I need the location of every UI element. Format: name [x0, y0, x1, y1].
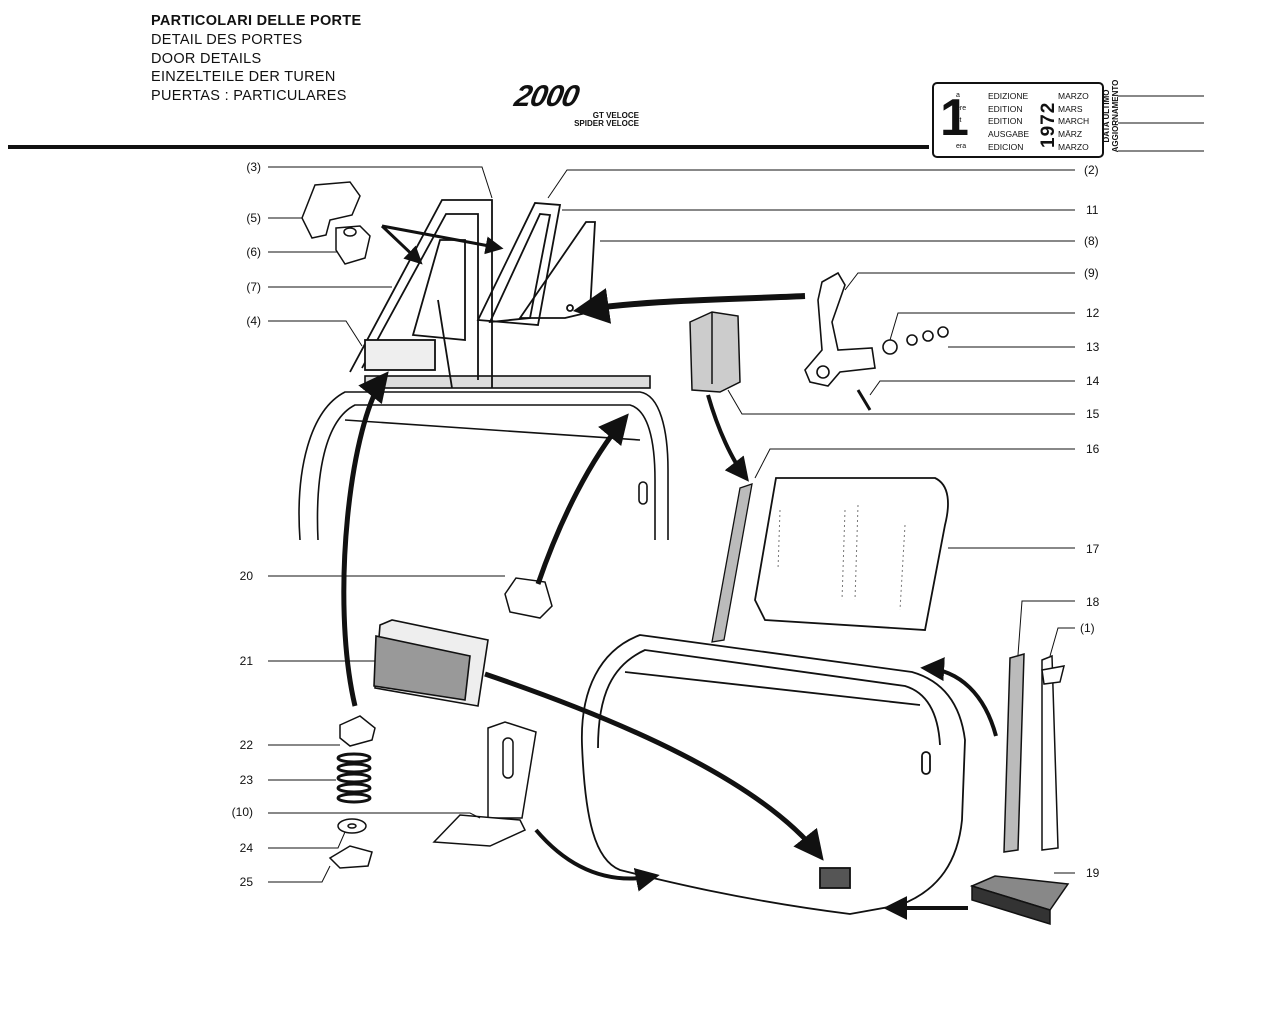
callout-10: (10): [231, 805, 253, 819]
leader-lines: [268, 166, 1075, 883]
title-spanish: PUERTAS : PARTICULARES: [151, 88, 347, 105]
callout-16: 16: [1086, 442, 1100, 456]
callout-11: 11: [1086, 203, 1099, 217]
model-variant-gt: GT VELOCE: [592, 111, 639, 120]
callout-3: (3): [246, 160, 261, 174]
callout-9: (9): [1084, 266, 1099, 280]
edition-months: MARZO MARS MARCH MÄRZ MARZO: [1058, 90, 1089, 154]
title-italian: PARTICOLARI DELLE PORTE: [151, 13, 362, 29]
callout-17: 17: [1086, 542, 1100, 556]
edition-month: MÄRZ: [1058, 129, 1083, 140]
model-logo: 2000 GT VELOCE SPIDER VELOCE: [512, 80, 645, 128]
bracket-part: [432, 721, 537, 847]
clip-part: [504, 577, 553, 619]
callout-2: (2): [1084, 163, 1099, 177]
door-strips: [1003, 652, 1066, 853]
callout-24: 24: [239, 841, 253, 855]
handle-assembly: [804, 271, 949, 411]
callout-18: 18: [1086, 595, 1100, 609]
window-channel: [711, 483, 753, 643]
seal-block: [689, 311, 741, 393]
title-french: DETAIL DES PORTES: [151, 31, 303, 48]
callout-8: (8): [1084, 234, 1099, 248]
reflector-part: [373, 619, 489, 707]
callout-12: 12: [1086, 306, 1100, 320]
edition-label: EDITION: [988, 103, 1023, 114]
spring-parts: [328, 715, 376, 869]
edition-number: 1: [940, 89, 969, 147]
edition-ordinal: ere: [956, 104, 967, 112]
edition-ordinal: .: [956, 130, 958, 138]
edition-ordinals: a ere st . era: [956, 90, 966, 154]
callout-4: (4): [246, 314, 261, 328]
callout-13: 13: [1086, 340, 1100, 354]
edition-label: EDITION: [988, 116, 1023, 127]
edition-month: MARZO: [1058, 141, 1089, 152]
edition-month: MARS: [1058, 103, 1083, 114]
callout-22: 22: [239, 738, 253, 752]
edition-box: 1 a ere st . era EDIZIONE EDITION EDITIO…: [932, 82, 1104, 158]
callout-6: (6): [246, 245, 261, 259]
assembly-arrows: [341, 224, 998, 920]
callout-23: 23: [239, 773, 253, 787]
edition-month: MARZO: [1058, 91, 1089, 101]
header-rule: [8, 145, 929, 149]
callout-1: (1): [1080, 621, 1095, 635]
callout-25: 25: [239, 875, 253, 889]
edition-ordinal: st: [956, 117, 962, 125]
edition-label: EDICION: [988, 141, 1024, 152]
callout-20: 20: [239, 569, 253, 583]
callout-14: 14: [1086, 374, 1100, 388]
callout-7: (7): [246, 280, 261, 294]
callout-21: 21: [239, 654, 253, 668]
lower-door-panel: [581, 634, 966, 915]
edition-labels: EDIZIONE EDITION EDITION AUSGABE EDICION: [988, 90, 1029, 154]
pad-part: [969, 875, 1070, 926]
hinge-parts: [301, 181, 371, 265]
title-english: DOOR DETAILS: [151, 50, 262, 67]
edition-label: EDIZIONE: [988, 91, 1029, 101]
callout-19: 19: [1086, 866, 1100, 880]
upper-door-frame: [298, 375, 669, 541]
title-block: PARTICOLARI DELLE PORTE DETAIL DES PORTE…: [151, 12, 361, 106]
update-date-lines: [1118, 95, 1204, 152]
edition-ordinal: a: [956, 92, 960, 99]
edition-month: MARCH: [1058, 116, 1090, 127]
edition-label: AUSGABE: [988, 129, 1030, 140]
callout-5: (5): [246, 211, 261, 225]
vent-window-frame: [349, 199, 493, 389]
door-glass: [754, 477, 949, 631]
title-german: EINZELTEILE DER TUREN: [151, 69, 336, 86]
vent-glass: [476, 202, 596, 326]
callout-15: 15: [1086, 407, 1100, 421]
model-variant-spider: SPIDER VELOCE: [574, 119, 639, 128]
edition-ordinal: era: [956, 142, 967, 150]
